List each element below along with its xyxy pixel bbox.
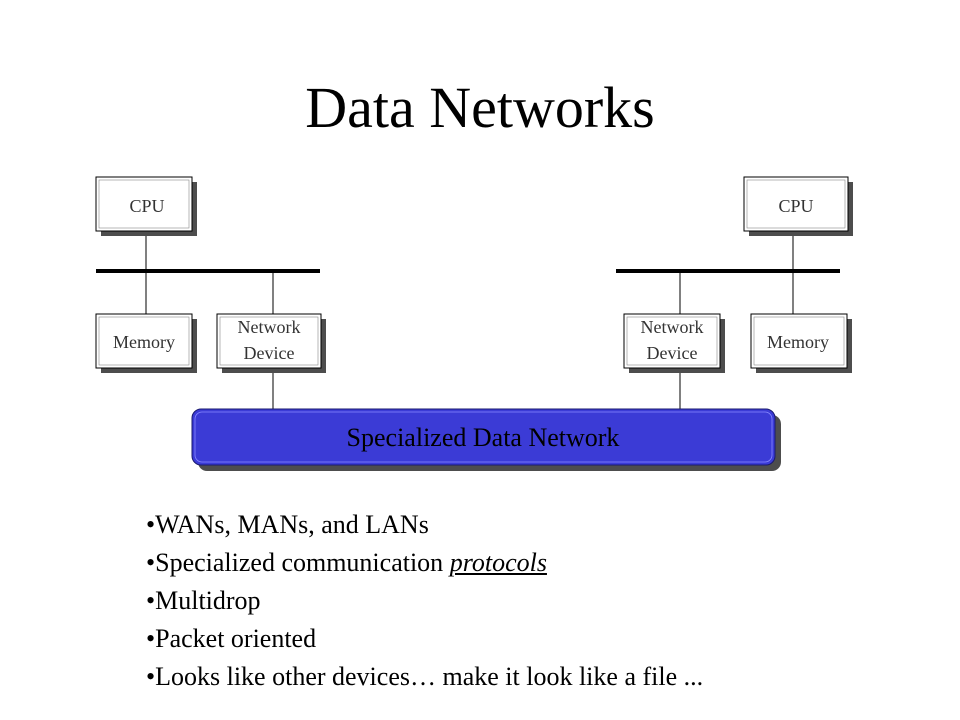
left-cpu-label: CPU [129, 196, 164, 216]
bullet-marker: • [146, 548, 156, 577]
bullet-item: •Packet oriented [146, 620, 703, 658]
bullet-text: Specialized communication [155, 548, 450, 577]
right-memory-box: Memory [750, 313, 852, 373]
bullet-item: •Specialized communication protocols [146, 544, 703, 582]
right-memory-label: Memory [767, 332, 829, 352]
bullet-text: Multidrop [155, 586, 261, 615]
left-cpu-box: CPU [95, 176, 197, 236]
bullet-list: •WANs, MANs, and LANs •Specialized commu… [146, 506, 703, 696]
left-network-device-box: Network Device [216, 313, 326, 373]
bullet-text: WANs, MANs, and LANs [155, 510, 429, 539]
bullet-marker: • [146, 662, 156, 691]
specialized-network-label: Specialized Data Network [347, 423, 620, 452]
bullet-emphasis-protocols: protocols [449, 548, 547, 577]
right-network-device-label-line2: Device [647, 343, 698, 363]
right-cpu-label: CPU [778, 196, 813, 216]
right-network-device-label-line1: Network [641, 317, 704, 337]
bullet-marker: • [146, 586, 156, 615]
bullet-item: •Multidrop [146, 582, 703, 620]
specialized-network-box: Specialized Data Network [191, 408, 781, 471]
left-network-device-label-line2: Device [244, 343, 295, 363]
bullet-text: Packet oriented [155, 624, 317, 653]
bullet-marker: • [146, 510, 156, 539]
left-memory-label: Memory [113, 332, 175, 352]
left-network-device-label-line1: Network [238, 317, 301, 337]
bullet-item: •Looks like other devices… make it look … [146, 658, 703, 696]
bullet-marker: • [146, 624, 156, 653]
right-cpu-box: CPU [743, 176, 853, 236]
left-memory-box: Memory [95, 313, 197, 373]
bullet-item: •WANs, MANs, and LANs [146, 506, 703, 544]
right-network-device-box: Network Device [623, 313, 725, 373]
bullet-text: Looks like other devices… make it look l… [155, 662, 704, 691]
page-title: Data Networks [305, 75, 655, 140]
